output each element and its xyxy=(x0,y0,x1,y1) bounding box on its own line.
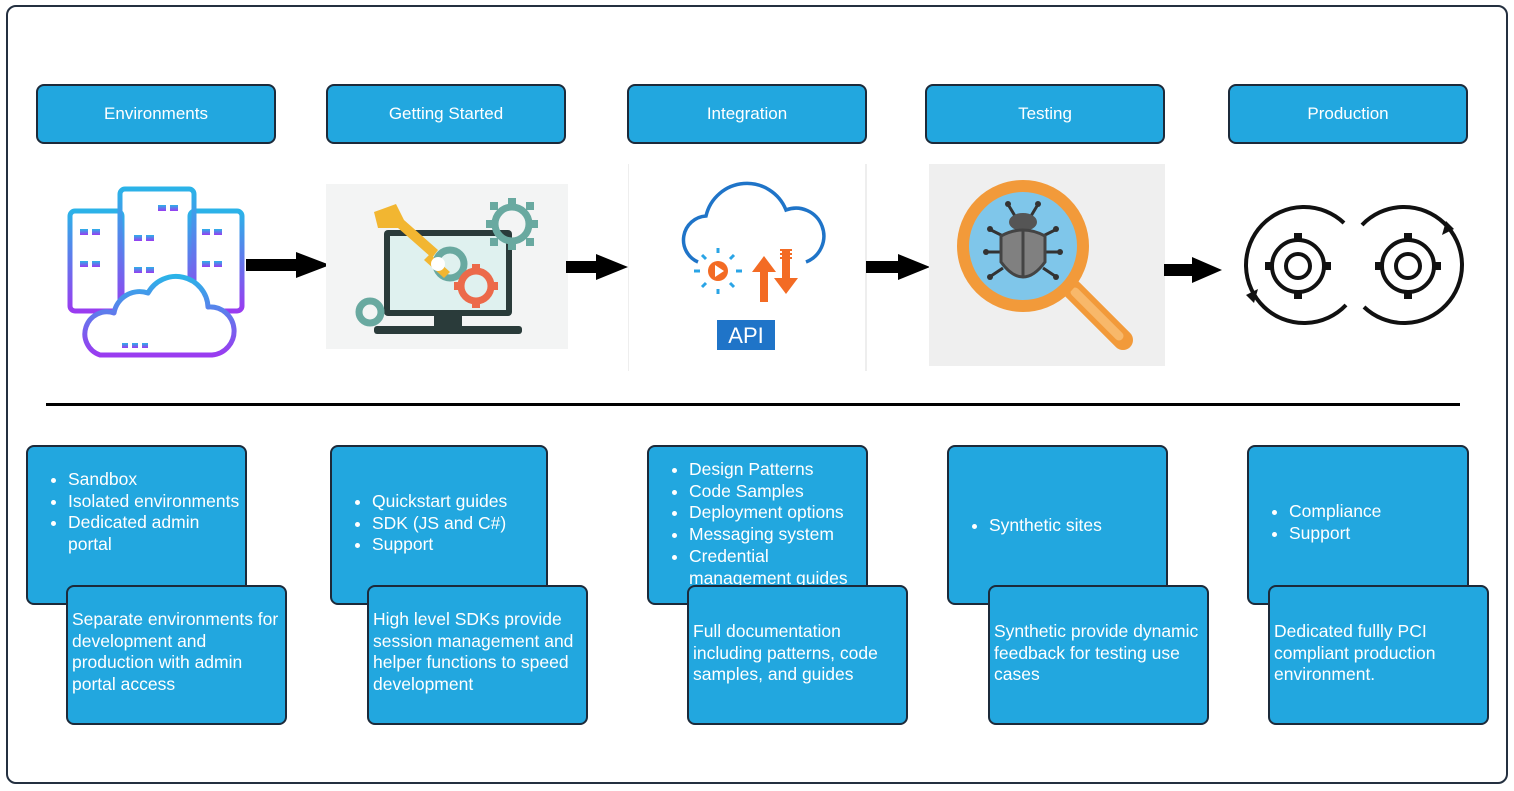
list-item: Deployment options xyxy=(689,502,866,524)
description-box-environments: Separate environments for development an… xyxy=(66,585,287,725)
server-cloud-icon xyxy=(62,183,252,363)
list-item: Support xyxy=(372,534,546,556)
arrow-right-icon xyxy=(1164,257,1222,283)
description-box-production: Dedicated fullly PCI compliant productio… xyxy=(1268,585,1489,725)
cloud-api-icon: API xyxy=(627,164,868,371)
arrow-right-icon xyxy=(866,254,930,280)
list-item: Messaging system xyxy=(689,524,866,546)
stage-header-production: Production xyxy=(1228,84,1468,144)
cycling-gears-icon xyxy=(1236,195,1472,335)
list-item: Quickstart guides xyxy=(372,491,546,513)
monitor-wrench-gears-icon xyxy=(326,184,568,349)
stage-header-getting-started: Getting Started xyxy=(326,84,566,144)
bullet-box-getting-started: Quickstart guides SDK (JS and C#) Suppor… xyxy=(330,445,548,605)
description-box-getting-started: High level SDKs provide session manageme… xyxy=(367,585,588,725)
bullet-box-testing: Synthetic sites xyxy=(947,445,1168,605)
bullet-box-production: Compliance Support xyxy=(1247,445,1469,605)
list-item: Dedicated admin portal xyxy=(68,512,245,555)
arrow-right-icon xyxy=(246,252,330,278)
magnifier-bug-icon xyxy=(929,164,1165,366)
list-item: Isolated environments xyxy=(68,491,245,513)
arrow-right-icon xyxy=(566,254,628,280)
list-item: Sandbox xyxy=(68,469,245,491)
bullet-box-integration: Design Patterns Code Samples Deployment … xyxy=(647,445,868,605)
list-item: Synthetic sites xyxy=(989,515,1166,537)
diagram-frame xyxy=(6,5,1508,784)
list-item: Design Patterns xyxy=(689,459,866,481)
list-item: Support xyxy=(1289,523,1467,545)
list-item: Code Samples xyxy=(689,481,866,503)
bullet-box-environments: Sandbox Isolated environments Dedicated … xyxy=(26,445,247,605)
list-item: SDK (JS and C#) xyxy=(372,513,546,535)
stage-header-testing: Testing xyxy=(925,84,1165,144)
section-divider xyxy=(46,403,1460,406)
description-box-integration: Full documentation including patterns, c… xyxy=(687,585,908,725)
list-item: Compliance xyxy=(1289,501,1467,523)
stage-header-integration: Integration xyxy=(627,84,867,144)
list-item: Credential management guides xyxy=(689,546,866,589)
description-box-testing: Synthetic provide dynamic feedback for t… xyxy=(988,585,1209,725)
stage-header-environments: Environments xyxy=(36,84,276,144)
api-label: API xyxy=(728,323,763,348)
